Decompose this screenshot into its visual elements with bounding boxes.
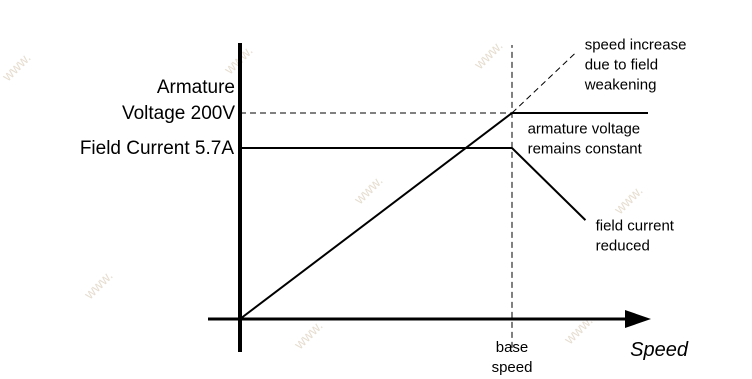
- watermark-text: www.: [470, 37, 506, 73]
- y-label-1: Field Current 5.7A: [80, 138, 235, 159]
- watermark-text: www.: [80, 267, 116, 303]
- series-line-speed-extension: [511, 50, 578, 114]
- x-axis-arrow-icon: [625, 310, 651, 328]
- annotation-armature-voltage: armature voltage remains constant: [528, 121, 643, 158]
- x-axis-title: Speed: [630, 339, 689, 361]
- watermark-text: www.: [610, 182, 646, 218]
- y-label-0-line: Voltage 200V: [122, 103, 235, 124]
- annotation-armature-voltage-line: remains constant: [528, 141, 643, 158]
- watermark-text: www.: [290, 317, 326, 353]
- annotation-field-current-line: reduced: [596, 238, 650, 255]
- annotation-speed-increase-line: due to field: [585, 56, 658, 73]
- watermark-text: www.: [350, 172, 386, 208]
- annotation-field-current-line: field current: [596, 218, 675, 235]
- annotation-armature-voltage-line: armature voltage: [528, 121, 641, 138]
- watermark: www. www. www. www. www. www. www. www.: [0, 37, 646, 353]
- x-tick-label-line: base: [496, 339, 529, 356]
- annotation-field-current: field current reduced: [596, 218, 675, 255]
- x-tick-label: base speed: [492, 339, 533, 376]
- annotation-speed-increase-line: speed increase: [585, 36, 687, 53]
- annotation-speed-increase: speed increase due to field weakening: [584, 36, 687, 93]
- annotation-speed-increase-line: weakening: [584, 76, 657, 93]
- watermark-text: www.: [220, 42, 256, 78]
- y-label-0-line: Armature: [157, 77, 235, 98]
- y-label-1-line: Field Current 5.7A: [80, 138, 235, 159]
- series-line-field-current: [240, 147, 587, 221]
- x-tick-label-line: speed: [492, 359, 533, 376]
- watermark-text: www.: [0, 49, 34, 85]
